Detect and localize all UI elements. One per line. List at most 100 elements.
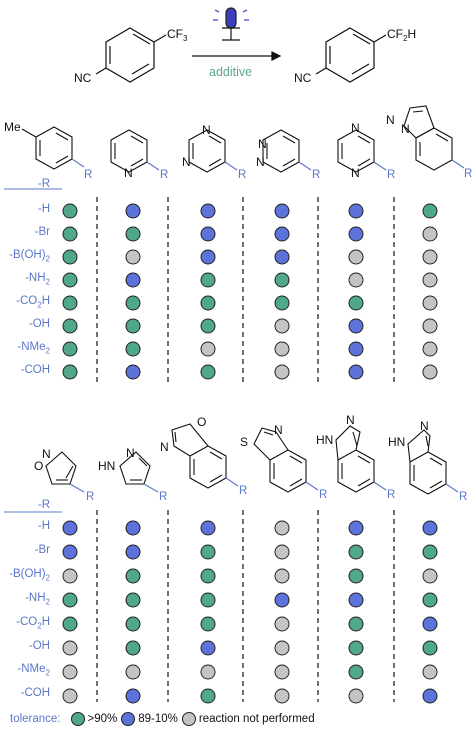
tolerance-dot-green xyxy=(62,203,78,219)
n-label: N xyxy=(420,419,429,433)
tolerance-dot-blue xyxy=(62,544,78,560)
tolerance-dot-blue xyxy=(274,249,290,265)
tolerance-dot-green xyxy=(348,295,364,311)
tolerance-dot-blue xyxy=(348,318,364,334)
tolerance-dot-green xyxy=(200,568,216,584)
hn-label: HN xyxy=(388,435,405,449)
legend-label: reaction not performed xyxy=(198,713,315,725)
r-label: R xyxy=(84,169,92,181)
row-label: -H xyxy=(37,203,50,215)
row-label: -NH2 xyxy=(25,272,50,287)
tolerance-dot-blue xyxy=(422,520,438,536)
tolerance-dot-green xyxy=(200,272,216,288)
tolerance-dot-green xyxy=(200,364,216,380)
tolerance-dot-gray xyxy=(274,341,290,357)
tolerance-dot-green xyxy=(62,295,78,311)
bottom-structure-text: O N R HN N R O N R S N R HN N R HN N R xyxy=(34,413,467,503)
tolerance-dot-green xyxy=(125,318,141,334)
tolerance-dot-blue xyxy=(348,341,364,357)
tolerance-dot-blue xyxy=(348,203,364,219)
n-label: N xyxy=(351,121,360,135)
tolerance-dot-green xyxy=(422,640,438,656)
legend-label: 89-10% xyxy=(138,713,178,725)
reactant-cf3-label: CF3 xyxy=(167,27,188,43)
tolerance-dot-gray xyxy=(422,226,438,242)
row-label: -NH2 xyxy=(25,592,50,607)
row-label: -CO2H xyxy=(16,616,50,631)
tolerance-dot-green xyxy=(125,640,141,656)
tolerance-dot-blue xyxy=(125,272,141,288)
r-label: R xyxy=(464,168,472,180)
tolerance-dot-green xyxy=(125,226,141,242)
tolerance-dot-gray xyxy=(62,568,78,584)
tolerance-dot-gray xyxy=(200,341,216,357)
tolerance-dot-gray xyxy=(62,664,78,680)
tolerance-dot-green xyxy=(62,616,78,632)
light-bulb-icon xyxy=(213,7,249,41)
tolerance-dot-gray xyxy=(125,249,141,265)
methyl-label: Me xyxy=(4,120,21,134)
row-label: -NMe2 xyxy=(17,341,50,356)
tolerance-legend: tolerance: >90% 89-10% reaction not perf… xyxy=(10,712,315,726)
tolerance-dot-gray xyxy=(348,688,364,704)
tolerance-dot-green xyxy=(200,318,216,334)
tolerance-dot-blue xyxy=(274,226,290,242)
reactant-benzene-ring xyxy=(95,27,167,83)
n-label: N xyxy=(274,423,283,437)
tolerance-dot-gray xyxy=(422,341,438,357)
tolerance-dot-blue xyxy=(62,520,78,536)
tolerance-dot-green xyxy=(62,226,78,242)
r-label: R xyxy=(312,169,320,181)
tolerance-dot-green xyxy=(348,544,364,560)
tolerance-dot-gray xyxy=(274,664,290,680)
reaction-arrow xyxy=(192,51,282,61)
product-cf2h-label: CF2H xyxy=(387,27,416,43)
top-structure-text: Me R N R N N R N N R N N R N N R xyxy=(4,113,472,181)
top-tolerance-grid xyxy=(62,203,438,380)
tolerance-dot-blue xyxy=(125,688,141,704)
tolerance-dot-blue xyxy=(348,520,364,536)
tolerance-dot-gray xyxy=(274,688,290,704)
tolerance-dot-green xyxy=(125,592,141,608)
tolerance-dot-gray xyxy=(348,272,364,288)
tolerance-dot-gray xyxy=(422,568,438,584)
tolerance-dot-blue xyxy=(274,592,290,608)
row-label: -R xyxy=(37,499,50,511)
hn-label: HN xyxy=(98,459,115,473)
row-label: -B(OH)2 xyxy=(9,249,50,264)
r-label: R xyxy=(387,489,395,501)
structure-pyridazine xyxy=(262,129,312,173)
tolerance-dot-gray xyxy=(62,640,78,656)
hn-label: HN xyxy=(316,433,333,447)
tolerance-dot-gray xyxy=(274,364,290,380)
tolerance-dot-gray xyxy=(422,272,438,288)
tolerance-dot-gray xyxy=(125,664,141,680)
tolerance-dot-green xyxy=(62,249,78,265)
o-label: O xyxy=(34,459,43,473)
n-label: N xyxy=(401,122,410,136)
r-label: R xyxy=(238,169,246,181)
row-label: -OH xyxy=(28,318,50,330)
s-label: S xyxy=(240,435,248,449)
tolerance-dot-green xyxy=(62,592,78,608)
structure-pyrazolopyridine xyxy=(403,105,465,171)
column-dividers-top xyxy=(96,197,395,383)
tolerance-dot-green xyxy=(348,664,364,680)
tolerance-dot-green xyxy=(200,295,216,311)
n-label: N xyxy=(126,446,135,460)
r-label: R xyxy=(239,485,247,497)
r-label: R xyxy=(86,491,94,503)
structure-indazole xyxy=(335,425,387,493)
reaction-text: CF3 NC CF2H NC additive xyxy=(74,27,416,85)
tolerance-dot-green xyxy=(200,616,216,632)
n-label: N xyxy=(160,440,169,454)
n-label: N xyxy=(182,155,191,169)
structure-benzoxazole xyxy=(171,423,239,489)
n-label: N xyxy=(256,155,265,169)
tolerance-dot-green xyxy=(348,616,364,632)
structure-toluene xyxy=(21,126,85,170)
tolerance-dot-gray xyxy=(348,249,364,265)
tolerance-dot-blue xyxy=(200,226,216,242)
tolerance-dot-blue xyxy=(348,364,364,380)
